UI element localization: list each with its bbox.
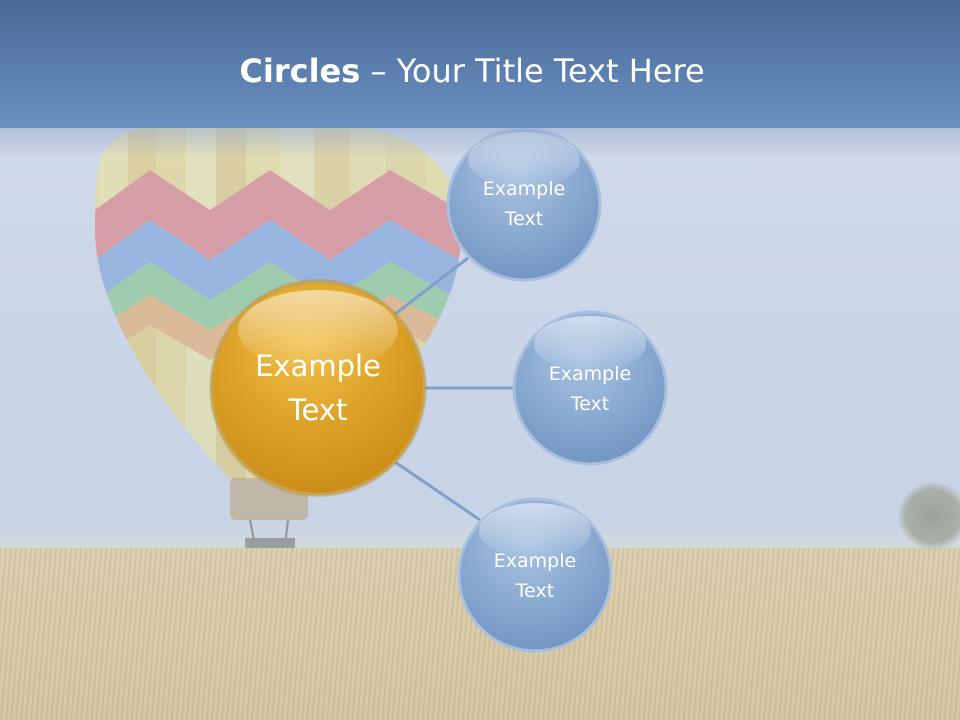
title-rest: – Your Title Text Here (360, 52, 705, 90)
bottom-circle (457, 497, 613, 653)
middle-circle (512, 310, 668, 466)
center-line2: Text (288, 393, 348, 427)
banner-fade (0, 128, 960, 158)
center-circle-label: Example Text (218, 328, 418, 448)
title-banner (0, 0, 960, 128)
middle-line1: Example (548, 363, 632, 385)
middle-circle-label: Example Text (530, 359, 650, 419)
top-circle-label: Example Text (464, 174, 584, 234)
slide-title: Circles – Your Title Text Here (0, 52, 944, 90)
title-bold: Circles (239, 52, 361, 90)
bottom-line2: Text (515, 580, 555, 602)
top-line2: Text (504, 208, 544, 230)
center-circle (209, 279, 427, 497)
connector-lines (389, 256, 516, 522)
bottom-circle-label: Example Text (475, 546, 595, 606)
top-line1: Example (482, 178, 566, 200)
tree-silhouette (898, 482, 960, 550)
center-line1: Example (255, 349, 381, 383)
bottom-line1: Example (493, 550, 577, 572)
middle-line2: Text (570, 393, 610, 415)
